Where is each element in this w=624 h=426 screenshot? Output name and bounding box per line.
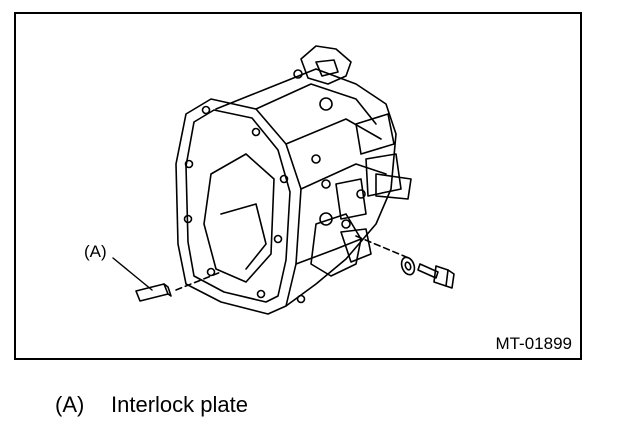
transmission-case-drawing [112, 45, 455, 315]
legend-item: (A) Interlock plate [55, 392, 248, 418]
callout-label-a: (A) [84, 242, 107, 261]
figure-code: MT-01899 [495, 334, 572, 353]
legend-key: (A) [55, 392, 85, 417]
figure-frame: (A) MT-01899 [14, 12, 582, 360]
legend-text: Interlock plate [111, 392, 248, 417]
